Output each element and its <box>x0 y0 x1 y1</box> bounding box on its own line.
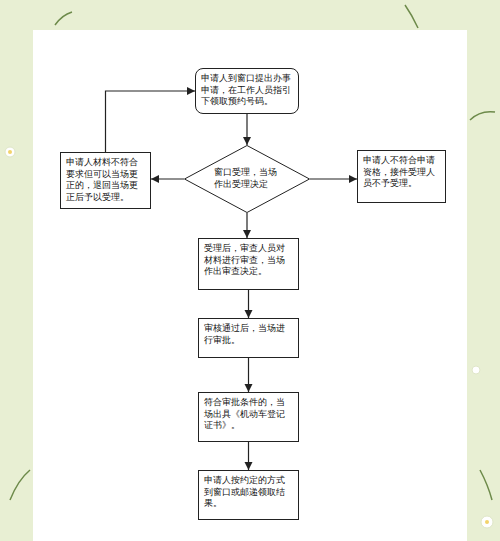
process-box: 申请人按约定的方式到窗口或邮递领取结果。 <box>198 470 299 520</box>
process-box: 受理后，审查人员对材料进行审查，当场作出审查决定。 <box>198 238 299 290</box>
flow-arrow <box>248 290 249 318</box>
flow-arrow <box>248 358 249 392</box>
node-text: 审核通过后，当场进行审批。 <box>204 323 293 346</box>
node-text: 申请人按约定的方式到窗口或邮递领取结果。 <box>204 475 293 510</box>
node-text: 申请人不符合申请资格，接件受理人员不予受理。 <box>363 155 440 190</box>
flow-arrow <box>246 213 247 238</box>
process-box: 审核通过后，当场进行审批。 <box>198 318 299 358</box>
flow-arrow <box>246 114 247 145</box>
process-box: 申请人材料不符合要求但可以当场更正的，退回当场更正后予以受理。 <box>60 152 151 209</box>
process-box: 申请人不符合申请资格，接件受理人员不予受理。 <box>357 150 446 203</box>
node-text: 窗口受理，当场作出受理决定 <box>214 167 280 190</box>
start-box: 申请人到窗口提出办事申请，在工作人员指引下领取预约号码。 <box>195 68 299 114</box>
flow-arrow <box>106 91 196 152</box>
decision-diamond: 窗口受理，当场作出受理决定 <box>184 145 310 213</box>
process-box: 符合审批条件的，当场出具《机动车登记证书》。 <box>198 392 299 442</box>
node-text: 申请人材料不符合要求但可以当场更正的，退回当场更正后予以受理。 <box>66 157 145 204</box>
node-text: 符合审批条件的，当场出具《机动车登记证书》。 <box>204 397 293 432</box>
flow-arrow <box>310 178 357 179</box>
node-text: 受理后，审查人员对材料进行审查，当场作出审查决定。 <box>204 243 293 278</box>
node-text: 申请人到窗口提出办事申请，在工作人员指引下领取预约号码。 <box>201 73 293 108</box>
flow-arrow <box>248 442 249 470</box>
flow-arrow <box>151 178 184 179</box>
